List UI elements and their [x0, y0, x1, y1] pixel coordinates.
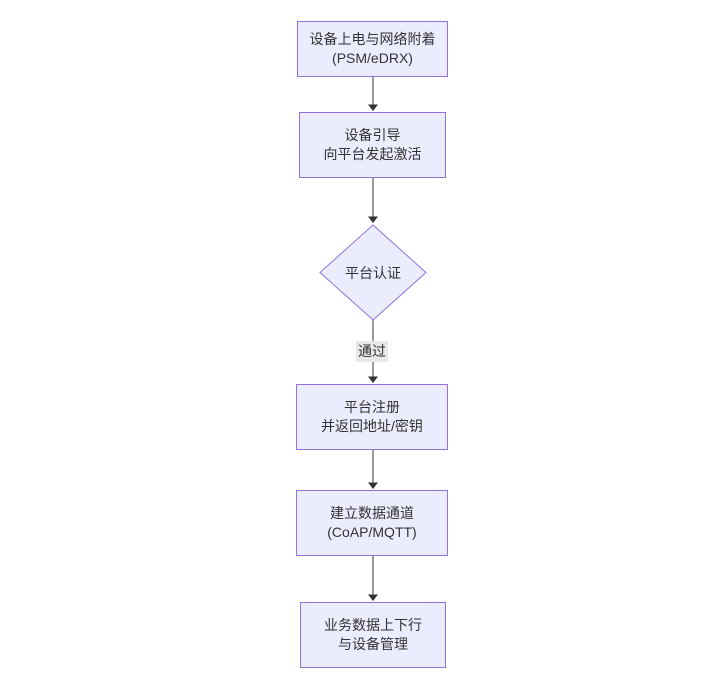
node-text-line: 平台认证	[345, 264, 401, 281]
edge-channel-to-business	[368, 556, 378, 601]
flow-node-platform-auth: 平台认证	[321, 225, 425, 320]
node-text-line: 向平台发起激活	[323, 146, 422, 162]
decision-diamond-shape	[319, 224, 427, 321]
edge-power-to-bootstrap	[368, 77, 378, 111]
node-text-line: 并返回地址/密钥	[321, 418, 423, 434]
arrowhead-icon	[368, 482, 378, 489]
flow-node-business-data: 业务数据上下行 与设备管理	[300, 602, 446, 668]
flow-node-data-channel: 建立数据通道 (CoAP/MQTT)	[296, 490, 448, 556]
node-text-line: (PSM/eDRX)	[332, 50, 413, 66]
node-text-line: 设备引导	[344, 127, 401, 143]
edge-label-pass: 通过	[356, 341, 388, 362]
node-text-line: (CoAP/MQTT)	[327, 524, 417, 540]
edge-register-to-channel	[368, 450, 378, 489]
flow-node-device-bootstrap: 设备引导 向平台发起激活	[299, 112, 446, 178]
arrowhead-icon	[368, 376, 378, 383]
arrowhead-icon	[368, 104, 378, 111]
flow-node-platform-register: 平台注册 并返回地址/密钥	[296, 384, 448, 450]
node-text-line: 业务数据上下行	[324, 617, 422, 633]
arrowhead-icon	[368, 216, 378, 223]
node-text-line: 设备上电与网络附着	[309, 31, 436, 47]
edge-bootstrap-to-auth	[368, 178, 378, 223]
node-text-line: 与设备管理	[338, 636, 408, 652]
flow-node-power-network-attach: 设备上电与网络附着 (PSM/eDRX)	[297, 21, 448, 77]
node-text-line: 平台注册	[344, 399, 400, 415]
arrowhead-icon	[368, 594, 378, 601]
node-text-line: 建立数据通道	[330, 505, 414, 521]
